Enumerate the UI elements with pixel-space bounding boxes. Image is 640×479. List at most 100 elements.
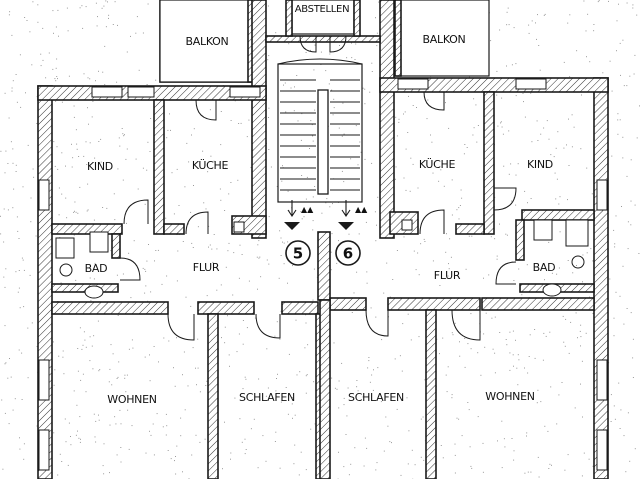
speckle: [320, 51, 322, 53]
speckle: [54, 78, 56, 80]
speckle: [36, 346, 38, 347]
speckle: [568, 165, 570, 166]
speckle: [287, 190, 289, 192]
speckle: [106, 207, 108, 209]
speckle: [282, 241, 283, 243]
speckle: [212, 261, 214, 263]
speckle: [176, 280, 178, 282]
speckle: [524, 367, 525, 369]
speckle: [53, 432, 55, 434]
speckle: [549, 463, 551, 465]
speckle: [108, 14, 110, 16]
speckle: [213, 160, 215, 162]
speckle: [556, 178, 558, 180]
speckle: [592, 260, 594, 262]
speckle: [482, 471, 484, 473]
speckle: [186, 142, 188, 144]
speckle: [310, 49, 311, 51]
speckle: [488, 274, 490, 276]
speckle: [292, 265, 293, 267]
speckle: [511, 438, 513, 439]
speckle: [284, 82, 286, 84]
speckle: [144, 356, 146, 358]
speckle: [526, 264, 528, 266]
speckle: [610, 394, 612, 396]
speckle: [103, 5, 105, 7]
label-schlafen-right: SCHLAFEN: [348, 391, 404, 404]
speckle: [312, 220, 314, 222]
speckle: [613, 405, 615, 407]
speckle: [126, 222, 127, 224]
speckle: [333, 98, 335, 100]
speckle: [528, 32, 530, 34]
speckle: [618, 382, 620, 384]
speckle: [123, 135, 125, 137]
speckle: [386, 262, 388, 264]
speckle: [7, 163, 9, 164]
speckle: [305, 322, 307, 324]
speckle: [150, 118, 152, 119]
speckle: [85, 391, 87, 393]
speckle: [306, 176, 308, 178]
speckle: [636, 14, 638, 16]
speckle: [511, 64, 513, 66]
speckle: [485, 312, 487, 314]
speckle: [602, 72, 604, 74]
speckle: [227, 315, 228, 317]
speckle: [632, 4, 634, 6]
speckle: [621, 206, 622, 207]
speckle: [119, 409, 121, 411]
speckle: [245, 378, 247, 380]
speckle: [566, 144, 567, 146]
speckle: [610, 421, 612, 422]
speckle: [14, 398, 16, 400]
speckle: [312, 229, 314, 231]
speckle: [341, 362, 343, 364]
label-flur-right: FLUR: [434, 269, 461, 282]
speckle: [77, 430, 78, 432]
speckle: [630, 312, 632, 314]
speckle: [461, 197, 463, 199]
speckle: [265, 395, 267, 397]
speckle: [12, 148, 14, 150]
speckle: [611, 155, 613, 157]
speckle: [114, 219, 116, 221]
speckle: [199, 391, 201, 393]
speckle: [285, 387, 287, 388]
speckle: [451, 332, 453, 334]
speckle: [510, 163, 512, 165]
speckle: [483, 333, 485, 335]
speckle: [147, 3, 149, 5]
speckle: [332, 114, 334, 116]
speckle: [58, 355, 60, 357]
speckle: [268, 149, 270, 150]
speckle: [149, 380, 151, 382]
speckle: [78, 156, 80, 157]
speckle: [524, 190, 526, 192]
speckle: [504, 446, 506, 448]
speckle: [87, 183, 89, 185]
speckle: [530, 92, 532, 94]
speckle: [13, 188, 15, 190]
speckle: [8, 117, 10, 119]
speckle: [476, 141, 478, 143]
speckle: [234, 397, 236, 399]
speckle: [292, 397, 294, 399]
speckle: [85, 141, 87, 143]
speckle: [548, 138, 550, 140]
speckle: [228, 193, 230, 195]
speckle: [23, 458, 25, 460]
speckle: [321, 212, 323, 214]
speckle: [505, 339, 507, 340]
speckle: [258, 378, 260, 380]
speckle: [45, 77, 47, 79]
speckle: [89, 360, 91, 362]
speckle: [582, 416, 583, 418]
speckle: [509, 369, 511, 371]
speckle: [473, 127, 475, 129]
speckle: [531, 20, 533, 22]
speckle: [73, 211, 75, 213]
speckle: [557, 131, 559, 133]
speckle: [266, 348, 268, 350]
speckle: [197, 338, 199, 340]
